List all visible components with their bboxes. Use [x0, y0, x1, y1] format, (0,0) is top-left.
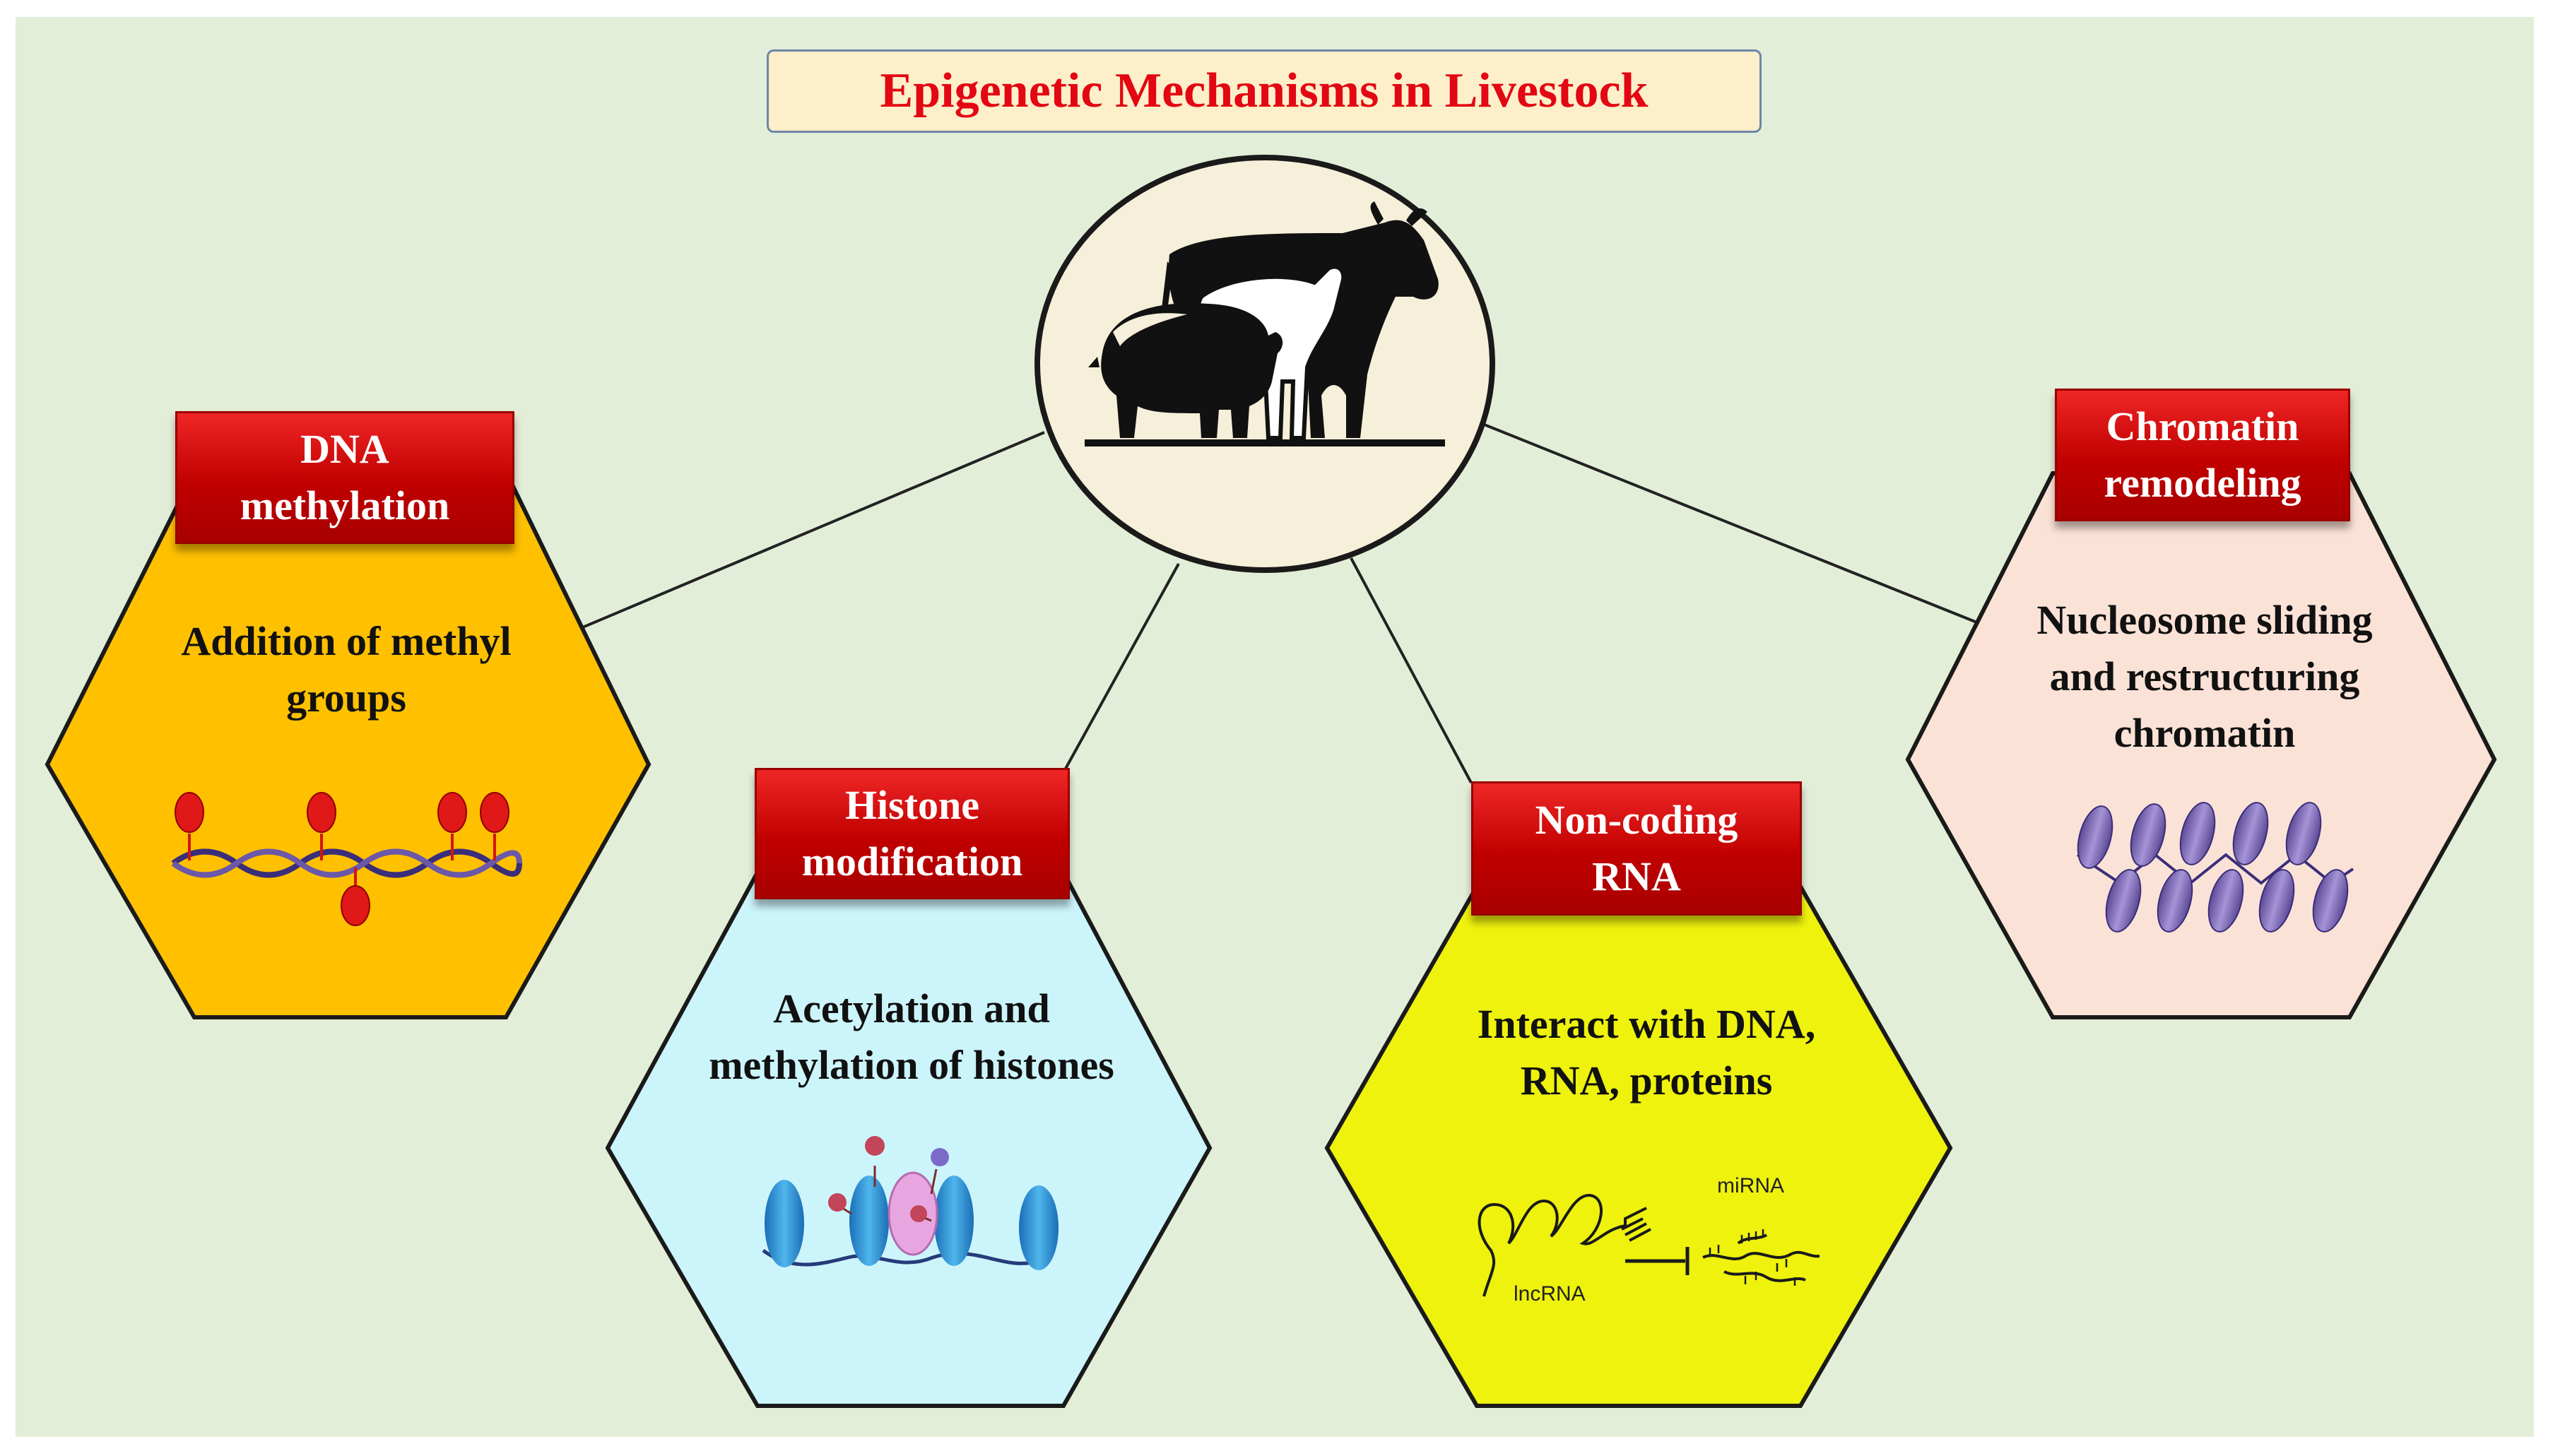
connector-chromatin-remodeling	[1482, 422, 1990, 629]
description-line: Nucleosome sliding	[2036, 597, 2373, 643]
label-line: DNA	[300, 426, 389, 472]
label-line: Histone	[844, 782, 980, 828]
description-line: and restructuring	[2049, 653, 2360, 699]
description-dna-methylation: Addition of methyl groups	[113, 613, 579, 726]
connector-non-coding-rna	[1350, 557, 1473, 783]
livestock-center-circle	[1034, 155, 1495, 573]
hexagon-non-coding-rna	[1324, 884, 1953, 1408]
label-non-coding-rna: Non-coding RNA	[1471, 781, 1802, 916]
description-line: groups	[286, 675, 406, 721]
description-line: Addition of methyl	[181, 618, 512, 664]
label-line: methylation	[240, 483, 450, 528]
nucleosome	[934, 1176, 974, 1266]
description-non-coding-rna: Interact with DNA, RNA, proteins	[1399, 996, 1894, 1109]
connector-lines	[570, 422, 1990, 783]
label-line: Chromatin	[2106, 403, 2299, 449]
hexagon-dna-methylation	[45, 470, 651, 1019]
label-line: RNA	[1592, 853, 1681, 899]
label-line: Non-coding	[1535, 797, 1738, 843]
description-line: RNA, proteins	[1520, 1058, 1773, 1103]
hexagon-histone-modification	[605, 870, 1213, 1408]
description-line: Interact with DNA,	[1477, 1001, 1816, 1047]
nucleosome	[1019, 1185, 1059, 1270]
nucleosome	[765, 1180, 804, 1267]
label-histone-modification: Histone modification	[755, 768, 1070, 899]
description-line: Acetylation and	[773, 986, 1050, 1031]
non-coding-rna-icon	[1478, 1194, 1820, 1297]
title-box: Epigenetic Mechanisms in Livestock	[767, 49, 1762, 133]
label-dna-methylation: DNA methylation	[175, 411, 514, 544]
connector-histone-modification	[1064, 563, 1180, 769]
histone-modification-icon	[762, 1136, 1059, 1270]
lncrna-label: lncRNA	[1514, 1282, 1586, 1306]
nucleosome-icon	[2076, 802, 2354, 933]
livestock-silhouette-icon	[1085, 201, 1445, 446]
mirna-label: miRNA	[1717, 1174, 1784, 1197]
dna-methylation-icon	[171, 792, 522, 926]
description-chromatin-remodeling: Nucleosome sliding and restructuring chr…	[1971, 592, 2438, 762]
description-line: methylation of histones	[709, 1042, 1114, 1088]
description-histone-modification: Acetylation and methylation of histones	[643, 981, 1180, 1094]
description-line: chromatin	[2113, 710, 2296, 756]
nucleosome	[849, 1176, 889, 1266]
label-line: remodeling	[2104, 460, 2301, 506]
connector-dna-methylation	[570, 431, 1045, 634]
label-line: modification	[801, 839, 1023, 884]
diagram-title: Epigenetic Mechanisms in Livestock	[880, 64, 1649, 118]
label-chromatin-remodeling: Chromatin remodeling	[2055, 389, 2350, 521]
